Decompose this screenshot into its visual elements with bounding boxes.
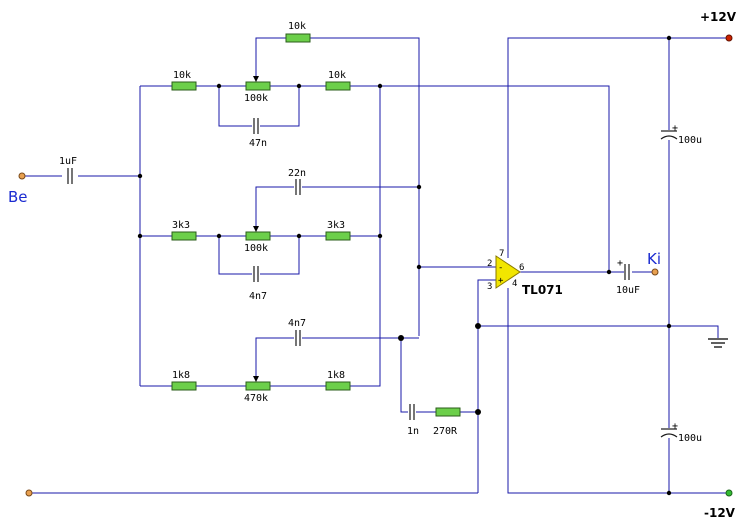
junction-dot bbox=[137, 173, 143, 179]
positive-supply-terminal[interactable] bbox=[725, 34, 733, 42]
label-bass-r-right: 10k bbox=[328, 70, 346, 81]
capacitor-output bbox=[624, 264, 630, 280]
label-mid-r-left: 3k3 bbox=[172, 220, 190, 231]
capacitor-input bbox=[67, 168, 73, 184]
label-r-feedback: 10k bbox=[288, 21, 306, 32]
label-bass-r-left: 10k bbox=[173, 70, 191, 81]
input-terminal[interactable] bbox=[18, 172, 26, 180]
label-c-series: 1n bbox=[407, 426, 419, 437]
potentiometer-treble[interactable] bbox=[245, 381, 271, 391]
capacitor-mid-top bbox=[295, 179, 301, 195]
label-c-supply-pos-plus: + bbox=[672, 123, 678, 134]
junction-dot bbox=[606, 269, 612, 275]
negative-supply-terminal[interactable] bbox=[725, 489, 733, 497]
opamp-pin-7: 7 bbox=[499, 249, 504, 259]
label-c-in: 1uF bbox=[59, 156, 77, 167]
opamp-plus-sign: + bbox=[498, 276, 504, 286]
resistor-mid-right bbox=[325, 231, 351, 241]
label-mid-cap: 4n7 bbox=[249, 291, 267, 302]
opamp-label: TL071 bbox=[522, 283, 563, 297]
label-c-out: 10uF bbox=[616, 285, 640, 296]
opamp: - + 2 3 6 7 4 TL071 bbox=[487, 249, 563, 297]
label-treble-cap-top: 4n7 bbox=[288, 318, 306, 329]
label-c-out-plus: + bbox=[617, 258, 623, 269]
capacitors bbox=[67, 118, 678, 438]
capacitor-mid bbox=[253, 266, 259, 282]
label-treble-r-left: 1k8 bbox=[172, 370, 190, 381]
opamp-pin-4: 4 bbox=[512, 279, 517, 289]
junction-dot bbox=[475, 409, 481, 415]
positive-supply-label: +12V bbox=[700, 10, 737, 24]
junction-dots bbox=[137, 35, 672, 496]
resistor-bass-left bbox=[171, 81, 197, 91]
junction-dot bbox=[137, 233, 143, 239]
output-terminal[interactable] bbox=[651, 268, 659, 276]
junction-dot bbox=[216, 233, 222, 239]
wiper-arrow-icon bbox=[253, 226, 259, 232]
resistor-treble-right bbox=[325, 381, 351, 391]
wiper-arrow-icon bbox=[253, 376, 259, 382]
opamp-minus-sign: - bbox=[498, 263, 503, 273]
junction-dot bbox=[377, 233, 383, 239]
resistor-mid-left bbox=[171, 231, 197, 241]
capacitor-supply-negative bbox=[660, 428, 678, 438]
capacitor-supply-positive bbox=[660, 130, 678, 140]
ground-input-terminal[interactable] bbox=[25, 489, 33, 497]
label-mid-r-right: 3k3 bbox=[327, 220, 345, 231]
label-mid-pot: 100k bbox=[244, 243, 268, 254]
opamp-pin-2: 2 bbox=[487, 259, 492, 269]
ground-symbol bbox=[708, 338, 728, 348]
opamp-pin-6: 6 bbox=[519, 263, 524, 273]
label-bass-cap: 47n bbox=[249, 138, 267, 149]
resistor-treble-left bbox=[171, 381, 197, 391]
wires bbox=[24, 37, 729, 494]
wiper-arrows bbox=[253, 76, 259, 382]
junction-dot bbox=[296, 83, 302, 89]
junction-dot bbox=[475, 323, 481, 329]
label-bass-pot: 100k bbox=[244, 93, 268, 104]
label-r-series: 270R bbox=[433, 426, 458, 437]
label-treble-pot: 470k bbox=[244, 393, 268, 404]
junction-dot bbox=[398, 335, 404, 341]
junction-dot bbox=[416, 264, 422, 270]
potentiometer-mid[interactable] bbox=[245, 231, 271, 241]
opamp-pin-3: 3 bbox=[487, 282, 492, 292]
label-c-supply-pos: 100u bbox=[678, 135, 702, 146]
junction-dot bbox=[296, 233, 302, 239]
junction-dot bbox=[666, 35, 672, 41]
label-treble-r-right: 1k8 bbox=[327, 370, 345, 381]
label-c-supply-neg: 100u bbox=[678, 433, 702, 444]
capacitor-bass bbox=[253, 118, 259, 134]
junction-dot bbox=[216, 83, 222, 89]
resistor-feedback-10k bbox=[285, 33, 311, 43]
opamp-triangle bbox=[495, 255, 521, 289]
component-labels: 1uF 10k 10k 100k 10k 47n 22n 3k3 100k 3k… bbox=[59, 21, 702, 444]
potentiometer-bass[interactable] bbox=[245, 81, 271, 91]
resistors bbox=[171, 33, 461, 417]
label-mid-cap-top: 22n bbox=[288, 168, 306, 179]
junction-dot bbox=[377, 83, 383, 89]
negative-supply-label: -12V bbox=[704, 506, 736, 520]
output-signal-label: Ki bbox=[647, 250, 661, 268]
resistor-bass-right bbox=[325, 81, 351, 91]
capacitor-series-1n bbox=[409, 404, 415, 420]
junction-dot bbox=[666, 490, 672, 496]
wiper-arrow-icon bbox=[253, 76, 259, 82]
junction-dot bbox=[666, 323, 672, 329]
capacitor-treble-top bbox=[295, 330, 301, 346]
input-signal-label: Be bbox=[8, 188, 28, 206]
junction-dot bbox=[416, 184, 422, 190]
label-c-supply-neg-plus: + bbox=[672, 421, 678, 432]
resistor-series-270r bbox=[435, 407, 461, 417]
